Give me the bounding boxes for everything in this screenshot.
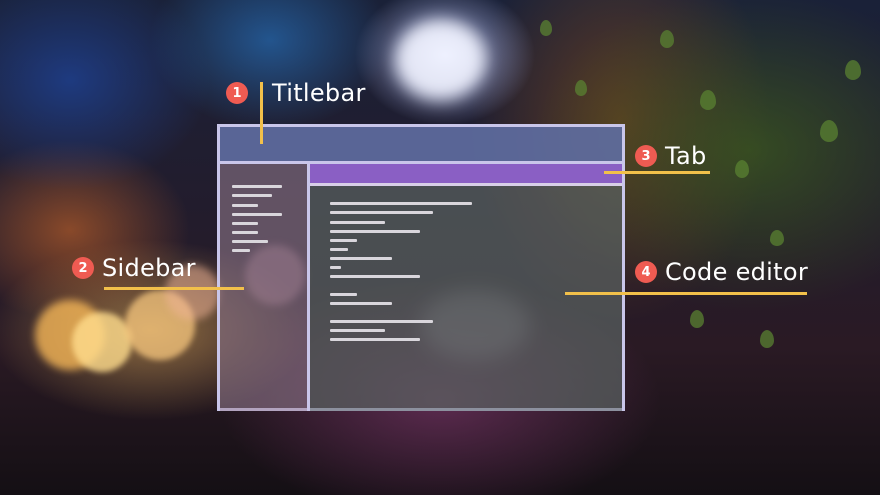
code-line [330, 239, 357, 242]
leader-line-code-editor [565, 292, 807, 295]
sidebar-line [232, 249, 250, 252]
callout-label: Sidebar [102, 254, 196, 282]
code-line [330, 257, 392, 260]
code-line [330, 202, 472, 205]
editor-window-diagram [217, 124, 625, 411]
sidebar-line [232, 213, 282, 216]
code-line [330, 230, 420, 233]
code-line [330, 248, 348, 251]
code-line [330, 293, 357, 296]
sidebar-line [232, 194, 272, 197]
code-editor-region [310, 186, 622, 411]
callout-titlebar: 1 Titlebar [226, 79, 366, 107]
callout-label: Code editor [665, 258, 808, 286]
callout-number-badge: 3 [635, 145, 657, 167]
code-line [330, 320, 433, 323]
sidebar-line [232, 240, 268, 243]
code-line [330, 338, 420, 341]
callout-number-badge: 2 [72, 257, 94, 279]
sidebar-line [232, 204, 258, 207]
callout-number-badge: 4 [635, 261, 657, 283]
sidebar-line [232, 231, 258, 234]
callout-code-editor: 4 Code editor [635, 258, 808, 286]
leader-line-titlebar [260, 82, 263, 144]
sidebar-line [232, 222, 258, 225]
code-line [330, 302, 392, 305]
code-line [330, 275, 420, 278]
sidebar-line [232, 185, 282, 188]
leader-line-tab [604, 171, 710, 174]
callout-tab: 3 Tab [635, 142, 707, 170]
callout-label: Tab [665, 142, 707, 170]
titlebar-region [220, 127, 622, 164]
code-line [330, 266, 341, 269]
code-line [330, 329, 385, 332]
callout-number-badge: 1 [226, 82, 248, 104]
code-line [330, 221, 385, 224]
tab-region [310, 164, 622, 186]
code-line [330, 211, 433, 214]
leader-line-sidebar [104, 287, 244, 290]
callout-sidebar: 2 Sidebar [72, 254, 196, 282]
callout-label: Titlebar [272, 79, 366, 107]
